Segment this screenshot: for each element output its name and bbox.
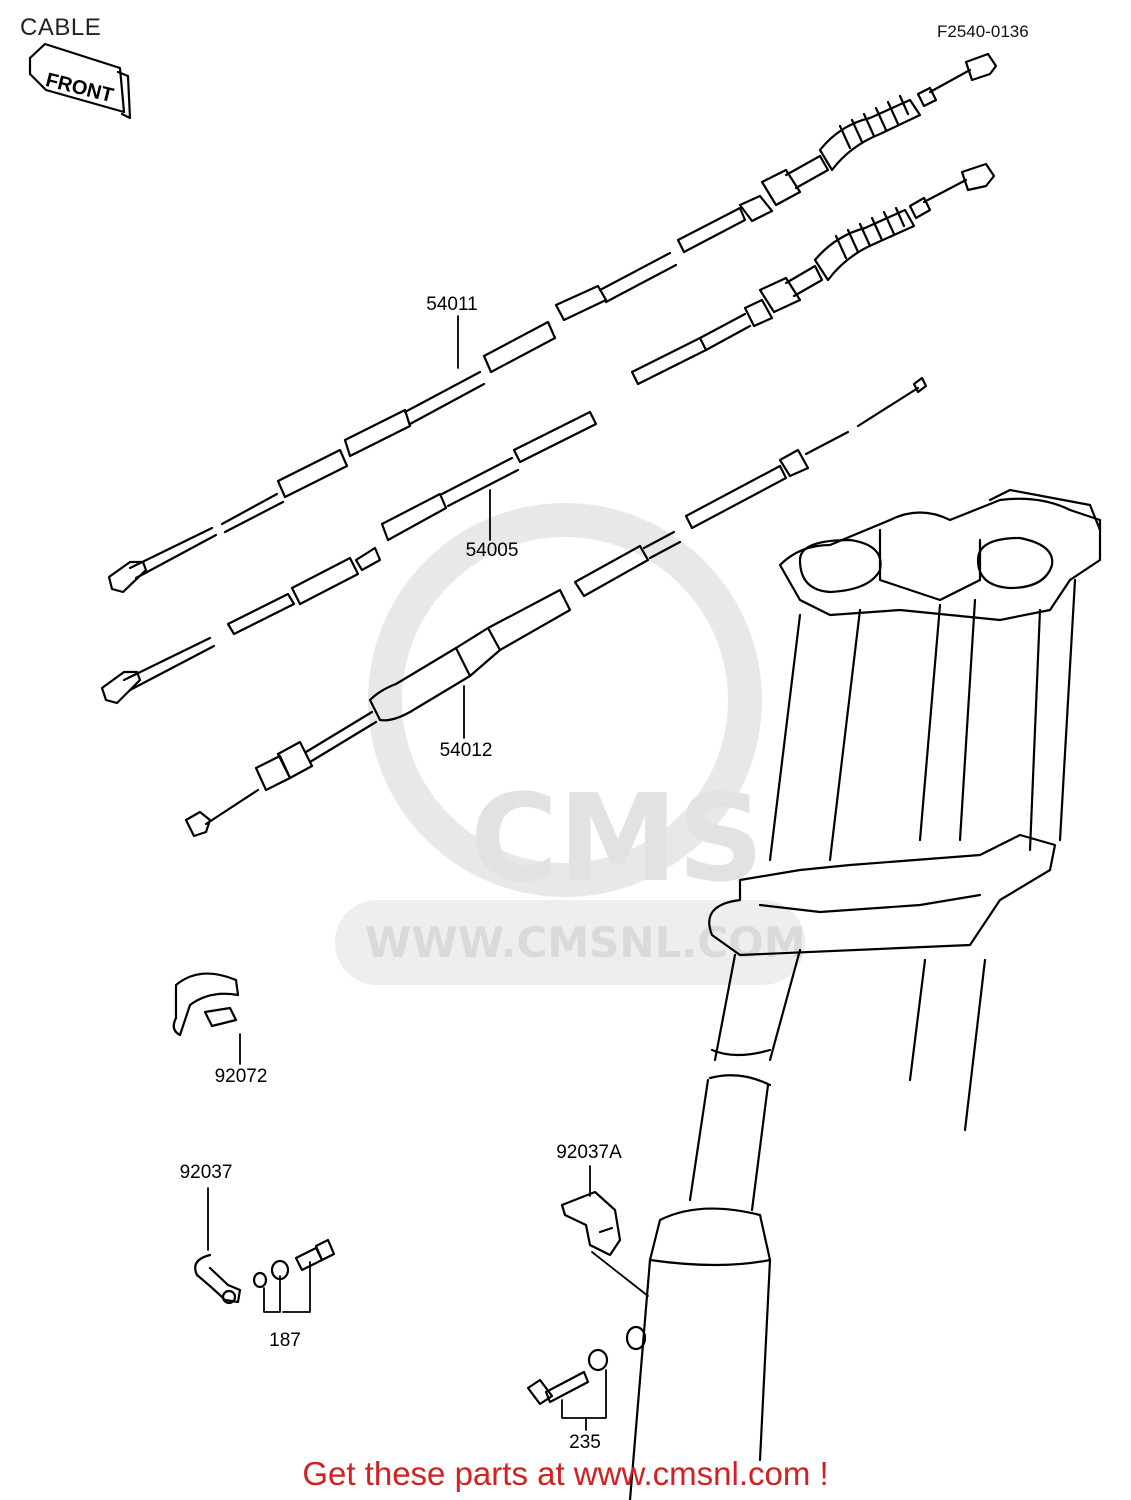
part-label-54005[interactable]: 54005 [465,540,519,561]
cable-54005 [100,162,996,705]
front-label: FRONT [43,69,115,107]
guide-92037A [560,1190,622,1257]
clamp-92037 [194,1253,242,1305]
part-label-54011[interactable]: 54011 [426,294,478,315]
footer-link[interactable]: Get these parts at www.cmsnl.com ! [302,1455,829,1492]
part-label-92037A[interactable]: 92037A [556,1142,622,1163]
part-label-187[interactable]: 187 [269,1330,301,1351]
cable-54011 [107,52,998,594]
front-arrow-icon [28,42,132,120]
part-label-92037[interactable]: 92037 [179,1162,233,1183]
clamp-92072 [172,972,240,1037]
fasteners-187 [252,1238,336,1289]
fasteners-235 [526,1325,647,1406]
figure-code: F2540-0136 [937,22,1029,41]
cable-54012 [184,376,928,838]
diagram-title: CABLE [20,14,102,41]
part-label-92072[interactable]: 92072 [214,1066,268,1087]
watermark-brand: CMS [470,770,764,909]
part-label-235[interactable]: 235 [569,1432,601,1453]
front-fork-assembly [628,488,1102,1500]
watermark-url: WWW.CMSNL.COM [365,918,806,967]
part-label-54012[interactable]: 54012 [439,740,493,761]
leader-lines [207,315,649,1431]
